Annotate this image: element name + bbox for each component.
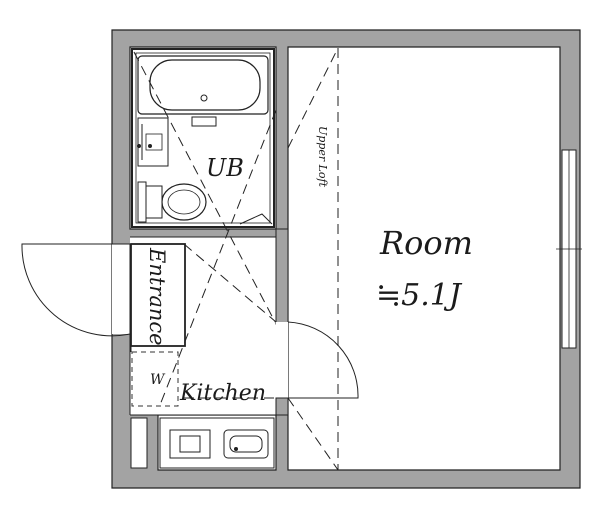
room-size-label: ≒5.1J	[376, 278, 463, 313]
wash-basin	[137, 117, 169, 167]
kitchen-label: Kitchen	[179, 381, 266, 406]
room-door-opening	[276, 322, 288, 398]
room-label: Room	[379, 224, 473, 262]
diagonal-dashes	[133, 51, 277, 406]
entrance-label: Entrance	[145, 247, 169, 346]
stove-icon	[169, 429, 211, 459]
bath-door-icon	[239, 213, 273, 225]
room-door-swing	[287, 321, 359, 399]
entrance-door-swing	[21, 243, 131, 337]
entrance-step	[130, 243, 186, 347]
loft-label: Upper Loft	[316, 126, 329, 188]
storage	[130, 417, 148, 469]
toilet-icon	[137, 181, 207, 223]
partition-wall	[275, 228, 289, 325]
sink-icon	[223, 429, 269, 459]
bath-label: UB	[206, 154, 244, 182]
washer-space	[131, 351, 179, 407]
drain-icon	[200, 94, 208, 102]
upper-loft-outline	[287, 47, 339, 471]
washer-label: W	[150, 372, 166, 388]
entrance-opening	[112, 244, 131, 334]
faucet-icon	[191, 116, 217, 127]
